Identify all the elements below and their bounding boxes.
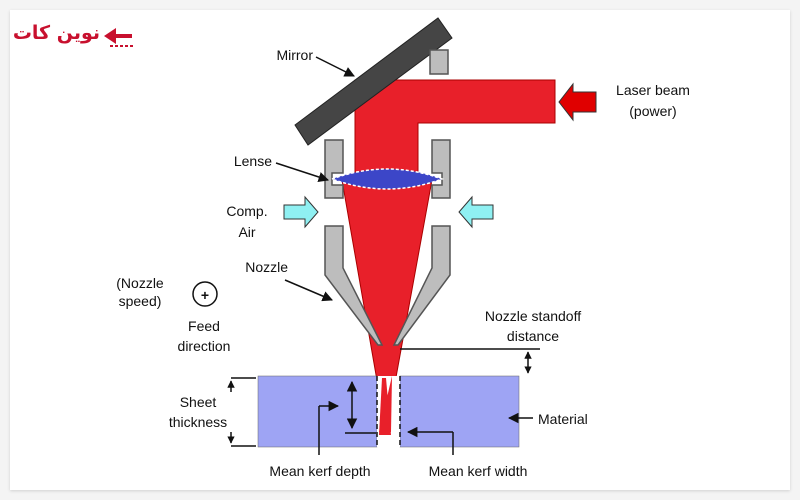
label-lense: Lense — [234, 153, 272, 169]
label-kerf-depth: Mean kerf depth — [269, 463, 370, 479]
label-comp-air-1: Comp. — [226, 203, 267, 219]
compressed-air-arrows — [283, 195, 494, 229]
label-standoff-2: distance — [507, 328, 559, 344]
label-feed: Feed — [188, 318, 220, 334]
logo-mark-icon — [104, 28, 134, 47]
air-arrow-right-icon — [458, 195, 494, 229]
label-mirror: Mirror — [276, 47, 313, 63]
label-nozzle-speed-2: speed) — [119, 293, 162, 309]
label-kerf-width: Mean kerf width — [429, 463, 528, 479]
focusing-lens — [329, 168, 445, 190]
mirror-mount — [429, 49, 449, 75]
feed-direction-symbol: + — [192, 281, 218, 307]
nozzle-housing-upper — [324, 139, 451, 199]
diagram-frame: نوین کات — [10, 10, 790, 490]
mirror — [294, 17, 453, 146]
plus-icon: + — [201, 287, 209, 303]
laser-cutting-diagram: + Mirror Laser beam (power) Lense Comp. … — [116, 17, 690, 479]
material-sheet — [257, 375, 520, 448]
power-arrow-icon — [558, 82, 597, 122]
brand-logo: نوین کات — [12, 22, 136, 50]
label-comp-air-2: Air — [238, 224, 255, 240]
label-laser-beam: Laser beam — [616, 82, 690, 98]
label-sheet: Sheet — [180, 394, 217, 410]
label-nozzle-speed-1: (Nozzle — [116, 275, 164, 291]
nozzle — [324, 225, 451, 346]
label-laser-power: (power) — [629, 103, 676, 119]
label-standoff-1: Nozzle standoff — [485, 308, 581, 324]
logo-text: نوین کات — [12, 22, 100, 44]
label-material: Material — [538, 411, 588, 427]
label-sheet-thickness: thickness — [169, 414, 227, 430]
label-nozzle: Nozzle — [245, 259, 288, 275]
annotation-lines — [227, 56, 540, 455]
label-feed-direction: direction — [178, 338, 231, 354]
air-arrow-left-icon — [283, 195, 319, 229]
